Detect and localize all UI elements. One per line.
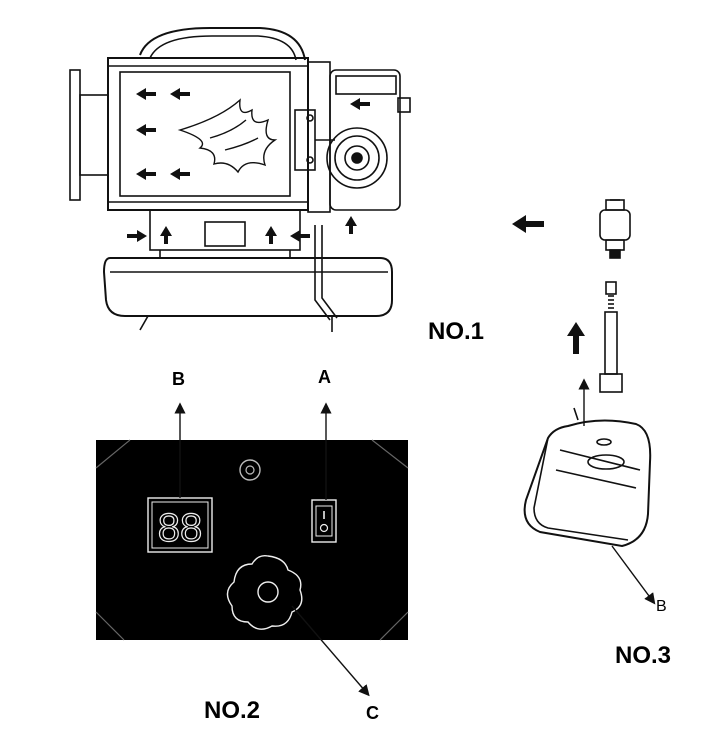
heater-assembly: [69, 27, 411, 332]
label-no1: NO.1: [428, 318, 485, 345]
label-no2: NO.2: [204, 697, 261, 724]
airflow-arrow: [290, 230, 310, 242]
label-a: A: [318, 367, 331, 387]
rocker-switch-icon[interactable]: [311, 499, 337, 543]
label-b-tank: B: [656, 598, 667, 615]
airflow-arrows: [127, 88, 370, 244]
flame-icon: [177, 98, 278, 174]
panel-callouts: [174, 402, 370, 697]
callout-c: [291, 605, 370, 697]
airflow-arrow: [127, 230, 147, 242]
flow-arrows-no3: [512, 215, 585, 354]
display-digits: 88: [158, 506, 203, 550]
tank-callouts: [578, 378, 656, 605]
airflow-arrow: [136, 168, 156, 180]
control-panel: [95, 439, 409, 641]
fuel-parts: [523, 199, 652, 548]
airflow-arrow: [160, 226, 172, 244]
arrow-up: [567, 322, 585, 354]
airflow-arrow: [136, 88, 156, 100]
airflow-arrow: [170, 88, 190, 100]
airflow-arrow: [345, 216, 357, 234]
airflow-arrow: [265, 226, 277, 244]
airflow-arrow: [170, 168, 190, 180]
airflow-arrow: [350, 98, 370, 110]
label-no3: NO.3: [615, 642, 672, 669]
control-knob-icon[interactable]: [226, 554, 303, 630]
label-c: C: [366, 703, 379, 723]
airflow-arrow: [136, 124, 156, 136]
label-b-panel: B: [172, 369, 185, 389]
arrow-left: [512, 215, 544, 233]
callout-b-tank: [611, 545, 656, 605]
